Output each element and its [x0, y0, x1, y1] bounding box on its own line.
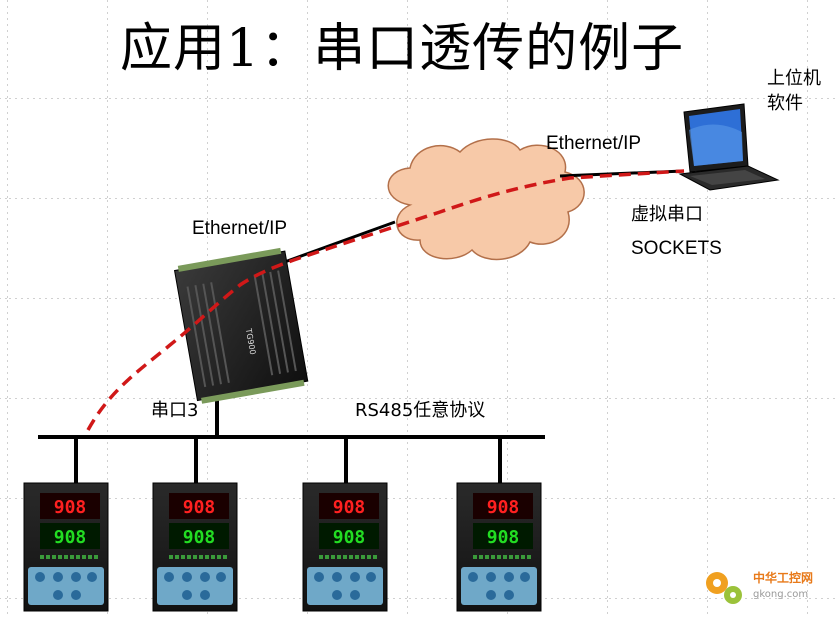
- sockets-label: SOCKETS: [631, 238, 722, 259]
- status-led: [491, 555, 495, 559]
- status-led: [94, 555, 98, 559]
- status-led: [361, 555, 365, 559]
- status-led: [337, 555, 341, 559]
- virtual-serial-label: 虚拟串口: [631, 204, 703, 225]
- watermark-line1: 中华工控网: [753, 571, 814, 585]
- watermark: 中华工控网 gkong.com: [699, 561, 829, 611]
- status-led: [521, 555, 525, 559]
- status-led: [325, 555, 329, 559]
- keypad-button: [332, 572, 342, 582]
- keypad-button: [71, 590, 81, 600]
- ethernet-label-left: Ethernet/IP: [192, 218, 288, 239]
- status-led: [187, 555, 191, 559]
- keypad-button: [486, 590, 496, 600]
- keypad-button: [350, 572, 360, 582]
- keypad-button: [182, 572, 192, 582]
- rs485-label: RS485任意协议: [355, 400, 486, 421]
- status-led: [70, 555, 74, 559]
- pv-display: 908: [183, 497, 216, 518]
- ethernet-label-top: Ethernet/IP: [546, 133, 642, 154]
- network-cloud: [387, 138, 585, 261]
- gear-logo-icon: [706, 572, 742, 604]
- keypad-button: [53, 590, 63, 600]
- watermark-line2: gkong.com: [753, 589, 809, 600]
- host-software-label-line2: 软件: [767, 93, 803, 114]
- status-led: [181, 555, 185, 559]
- status-led: [497, 555, 501, 559]
- pv-display: 908: [487, 497, 520, 518]
- status-led: [211, 555, 215, 559]
- keypad-button: [332, 590, 342, 600]
- status-led: [82, 555, 86, 559]
- status-led: [64, 555, 68, 559]
- status-led: [199, 555, 203, 559]
- status-led: [515, 555, 519, 559]
- keypad-button: [350, 590, 360, 600]
- status-led: [349, 555, 353, 559]
- page-title: 应用1：串口透传的例子: [120, 19, 685, 79]
- gateway-device: TG900: [173, 247, 309, 404]
- keypad-button: [53, 572, 63, 582]
- sv-display: 908: [183, 527, 216, 548]
- status-led: [205, 555, 209, 559]
- status-led: [52, 555, 56, 559]
- status-led: [373, 555, 377, 559]
- status-led: [367, 555, 371, 559]
- sv-display: 908: [333, 527, 366, 548]
- host-software-label-line1: 上位机: [767, 68, 821, 89]
- status-led: [331, 555, 335, 559]
- status-led: [343, 555, 347, 559]
- keypad-button: [200, 572, 210, 582]
- pv-display: 908: [333, 497, 366, 518]
- keypad-button: [216, 572, 226, 582]
- status-led: [193, 555, 197, 559]
- status-led: [76, 555, 80, 559]
- status-led: [58, 555, 62, 559]
- keypad-button: [504, 590, 514, 600]
- keypad-button: [35, 572, 45, 582]
- status-led: [503, 555, 507, 559]
- keypad-button: [468, 572, 478, 582]
- keypad-button: [504, 572, 514, 582]
- sv-display: 908: [54, 527, 87, 548]
- keypad-button: [71, 572, 81, 582]
- status-led: [175, 555, 179, 559]
- keypad-button: [200, 590, 210, 600]
- laptop: [678, 103, 780, 191]
- serial-port-label: 串口3: [151, 400, 199, 421]
- status-led: [355, 555, 359, 559]
- status-led: [473, 555, 477, 559]
- status-led: [485, 555, 489, 559]
- keypad-button: [366, 572, 376, 582]
- status-led: [169, 555, 173, 559]
- status-led: [88, 555, 92, 559]
- transparent-serial-path: [86, 169, 685, 431]
- status-led: [479, 555, 483, 559]
- status-led: [40, 555, 44, 559]
- keypad-button: [486, 572, 496, 582]
- keypad-button: [164, 572, 174, 582]
- status-led: [217, 555, 221, 559]
- status-led: [509, 555, 513, 559]
- keypad-button: [520, 572, 530, 582]
- status-led: [319, 555, 323, 559]
- status-led: [527, 555, 531, 559]
- sv-display: 908: [487, 527, 520, 548]
- pv-display: 908: [54, 497, 87, 518]
- keypad-button: [314, 572, 324, 582]
- status-led: [223, 555, 227, 559]
- keypad-button: [87, 572, 97, 582]
- keypad-button: [182, 590, 192, 600]
- status-led: [46, 555, 50, 559]
